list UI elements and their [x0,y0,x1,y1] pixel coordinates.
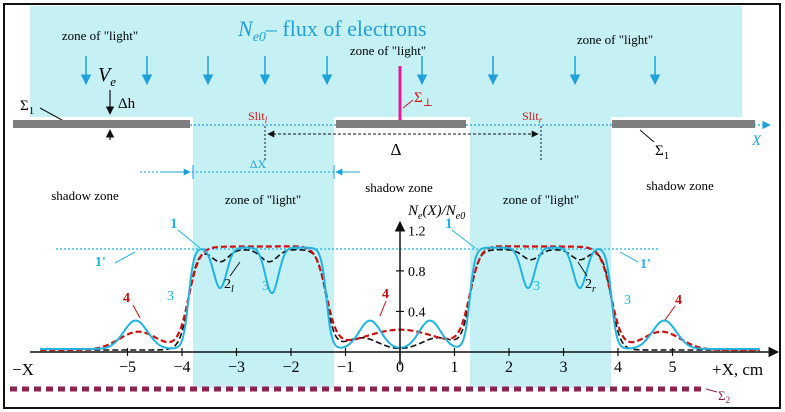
light-label-lower-right: zone of "light" [503,192,579,207]
shadow-label-center: shadow zone [365,180,433,195]
curve4-leader-3 [664,305,676,321]
y-tick-label: 1.2 [408,224,426,239]
plate-right [612,120,755,128]
sigma2-leader [705,388,718,393]
title: Ne0– flux of electrons [237,16,427,45]
x-tick-label: −5 [119,359,136,376]
x-tick-label: −3 [228,359,245,376]
sigma1-leader-right [639,129,655,143]
curve2l-leader [229,261,241,277]
slit-left-label: Slitl [248,109,268,125]
curve1p-label-right: 1' [640,257,651,272]
x-tick-label: 3 [560,359,568,376]
delta-x-label: ΔX [250,157,267,171]
sigma-perp-label: Σ⊥ [414,90,433,109]
curve4-leader-1 [132,304,141,319]
sigma1-label-left: Σ1 [20,98,34,117]
dh-label: Δh [118,96,136,112]
shadow-label-right: shadow zone [646,178,714,193]
curve3-label-2: 3 [262,279,269,294]
light-zone-top [30,6,742,117]
sigma2-label: Σ2 [718,388,730,405]
curve3-label-3: 3 [533,279,540,294]
curve3-label-4: 3 [624,293,631,308]
curve4-label-3: 4 [675,293,682,308]
x-pos-label: +X, cm [712,360,763,379]
x-tick-label: 0 [396,359,404,376]
curve1-label-right: 1 [445,216,453,232]
curve1-leader-left [177,229,201,249]
curve2r-label: 2r [585,277,596,295]
curve1-label-left: 1 [170,216,178,232]
curve4-leader-2 [379,300,387,317]
axis-ticks: −5 −4 −3 −2 −1 0 1 2 3 4 5 0.4 0.8 1.2 [119,224,677,376]
curve3-label-1: 3 [167,289,174,304]
x-reference-label: X [751,133,762,149]
y-tick-label: 0.8 [408,265,426,280]
sigma1-label-right: Σ1 [655,143,669,162]
curve1p-leader-left [114,251,136,264]
curve-2 [40,248,760,351]
x-tick-label: −2 [282,359,299,376]
curve4-label-2: 4 [382,287,389,302]
plate-center [336,120,466,128]
y-tick-label: 0.4 [408,305,426,320]
x-tick-label: 5 [669,359,677,376]
sigma1-leader-left [39,107,63,121]
ve-label: Ve [98,64,116,89]
plate-left [13,120,190,128]
sigma-perp-leader [402,99,414,109]
slit-right-label: Slitr [522,109,543,125]
x-tick-label: −1 [337,359,354,376]
curve1p-leader-right [619,251,639,263]
curve2l-label: 2l [224,277,234,295]
curve2r-leader [577,261,588,277]
x-tick-label: 2 [505,359,513,376]
curve4-label-1: 4 [123,291,130,306]
light-label-top-right: zone of "light" [577,32,653,47]
x-tick-label: 1 [451,359,459,376]
y-axis-label: Ne(X)/Ne0 [407,203,465,222]
light-label-lower-left: zone of "light" [225,192,301,207]
electron-flux-arrows [80,56,661,86]
x-tick-label: 4 [614,359,622,376]
x-neg-label: −X [12,360,34,379]
light-label-top-center: zone of "light" [350,43,426,58]
x-tick-label: −4 [173,359,190,376]
curve1p-label-left: 1' [95,255,106,270]
shadow-label-left: shadow zone [51,188,119,203]
delta-label: Δ [391,140,402,159]
curve1-leader-right [451,229,476,249]
light-label-top-left: zone of "light" [62,28,138,43]
